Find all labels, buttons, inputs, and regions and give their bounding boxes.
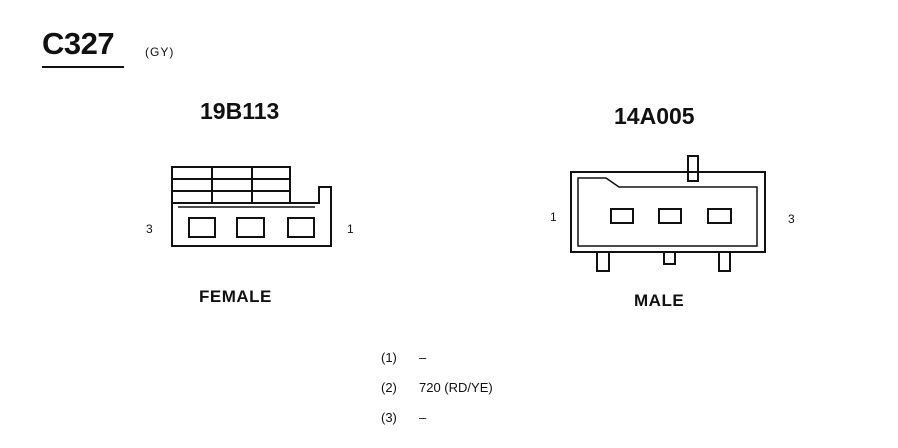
male-lock-post — [687, 155, 699, 182]
male-pin-center — [663, 251, 676, 265]
pinout-cavity: (2) — [381, 380, 397, 395]
female-label: FEMALE — [199, 287, 272, 306]
male-cavity-3 — [707, 208, 732, 224]
pinout-row: (2) 720 (RD/YE) — [381, 380, 493, 395]
connector-id-underline — [42, 66, 124, 68]
connector-id: C327 — [42, 26, 115, 61]
female-cavity-2 — [236, 217, 265, 238]
female-pin-number-right: 1 — [347, 222, 354, 236]
male-pin-right — [718, 251, 731, 272]
female-pin-number-left: 3 — [146, 222, 153, 236]
pinout-cavity: (3) — [381, 410, 397, 425]
male-part-number: 14A005 — [614, 103, 695, 129]
male-cavity-2 — [658, 208, 682, 224]
male-pin-number-left: 1 — [550, 210, 557, 224]
male-pin-number-right: 3 — [788, 212, 795, 226]
connector-color-code: (GY) — [145, 45, 175, 59]
pinout-circuit: – — [419, 410, 427, 425]
pinout-row: (3) – — [381, 410, 426, 425]
female-body-outline — [171, 186, 332, 247]
female-cavity-3 — [188, 217, 216, 238]
female-cavity-1 — [287, 217, 315, 238]
pinout-row: (1) – — [381, 350, 426, 365]
pinout-circuit: 720 (RD/YE) — [419, 380, 493, 395]
male-cavity-1 — [610, 208, 634, 224]
male-label: MALE — [634, 291, 685, 310]
male-pin-left — [596, 251, 610, 272]
female-part-number: 19B113 — [200, 98, 280, 124]
male-inner-outline — [577, 177, 758, 247]
male-body-outline — [570, 171, 766, 253]
pinout-circuit: – — [419, 350, 427, 365]
pinout-cavity: (1) — [381, 350, 397, 365]
